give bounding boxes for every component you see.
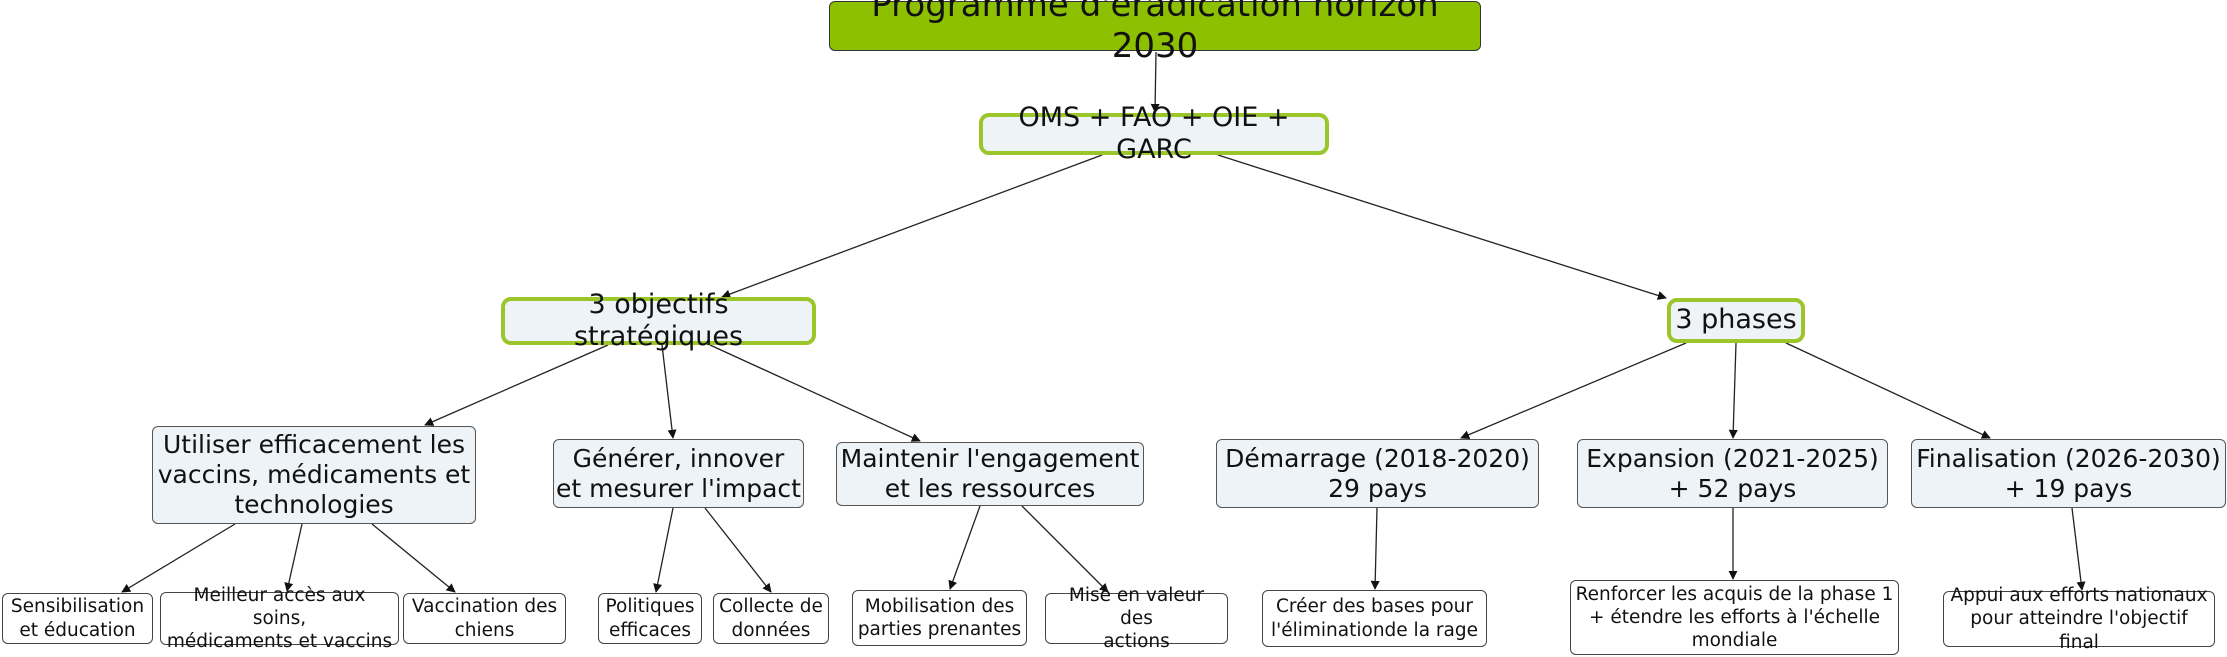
leaf-label-renforcer-acquis: Renforcer les acquis de la phase 1 + éte…: [1575, 583, 1894, 652]
leaf-label-collecte: Collecte de données: [719, 596, 823, 641]
phase-label-expansion: Expansion (2021-2025) + 52 pays: [1586, 443, 1879, 503]
objective-label-vaccines: Utiliser efficacement les vaccins, médic…: [157, 430, 471, 519]
edge-obj3-leaf1: [948, 505, 981, 590]
edge-phases-p2: [1728, 342, 1738, 439]
leaf-label-acces-soins: Meilleur accès aux soins, médicaments et…: [166, 584, 393, 653]
edge-obj1-leaf3: [371, 523, 456, 593]
edge-root-partners: [1150, 51, 1160, 113]
leaf-label-mise-en-valeur: Mise en valeur des actions: [1068, 584, 1205, 653]
objective-node-vaccines[interactable]: Utiliser efficacement les vaccins, médic…: [152, 426, 476, 524]
edge-partners-phases: [1217, 154, 1667, 300]
leaf-mise-en-valeur[interactable]: Mise en valeur des actions: [1045, 585, 1228, 652]
edge-obj2-leaf1: [653, 507, 674, 593]
leaf-acces-soins[interactable]: Meilleur accès aux soins, médicaments et…: [160, 585, 399, 652]
leaf-label-sensibilisation: Sensibilisation et éducation: [10, 596, 145, 641]
edge-obj1-leaf2: [284, 523, 303, 592]
phase-label-finalisation: Finalisation (2026-2030) + 19 pays: [1916, 443, 2221, 503]
leaf-label-vaccination-chiens: Vaccination des chiens: [411, 596, 558, 641]
phase-node-demarrage[interactable]: Démarrage (2018-2020) 29 pays: [1216, 439, 1539, 508]
partners-label: OMS + FAO + OIE + GARC: [1018, 101, 1290, 165]
objective-node-engagement[interactable]: Maintenir l'engagement et les ressources: [836, 442, 1144, 506]
objectives-label: 3 objectifs stratégiques: [573, 288, 744, 352]
root-title-label: Programme d'éradication horizon 2030: [871, 0, 1439, 66]
phase-node-finalisation[interactable]: Finalisation (2026-2030) + 19 pays: [1911, 439, 2226, 508]
objective-label-engagement: Maintenir l'engagement et les ressources: [840, 444, 1140, 503]
edge-objectives-obj3: [709, 344, 921, 442]
edge-phases-p3: [1785, 342, 1991, 439]
phases-node[interactable]: 3 phases: [1667, 298, 1805, 343]
leaf-appui-efforts[interactable]: Appui aux efforts nationaux pour atteind…: [1943, 585, 2215, 653]
edge-partners-objectives: [721, 154, 1103, 299]
leaf-politiques[interactable]: Politiques efficaces: [598, 593, 702, 644]
edge-phases-p1: [1460, 342, 1687, 440]
edge-p1-leaf: [1370, 507, 1380, 590]
edge-p3-leaf: [2071, 507, 2086, 591]
leaf-label-mobilisation: Mobilisation des parties prenantes: [857, 595, 1022, 640]
leaf-renforcer-acquis[interactable]: Renforcer les acquis de la phase 1 + éte…: [1570, 580, 1899, 655]
root-title-node[interactable]: Programme d'éradication horizon 2030: [829, 0, 1481, 66]
leaf-sensibilisation[interactable]: Sensibilisation et éducation: [2, 593, 153, 644]
phase-node-expansion[interactable]: Expansion (2021-2025) + 52 pays: [1577, 439, 1888, 508]
objective-label-innovate: Générer, innover et mesurer l'impact: [556, 443, 801, 503]
leaf-collecte[interactable]: Collecte de données: [713, 593, 829, 644]
edge-objectives-obj1: [424, 344, 609, 426]
leaf-vaccination-chiens[interactable]: Vaccination des chiens: [403, 593, 566, 644]
objective-node-innovate[interactable]: Générer, innover et mesurer l'impact: [553, 439, 804, 508]
edge-obj3-leaf2: [1021, 505, 1109, 593]
leaf-mobilisation[interactable]: Mobilisation des parties prenantes: [852, 590, 1027, 646]
objectives-node[interactable]: 3 objectifs stratégiques: [501, 289, 816, 352]
leaf-label-creer-bases: Créer des bases pour l'éliminationde la …: [1271, 596, 1478, 641]
phases-label: 3 phases: [1675, 304, 1797, 336]
edge-objectives-obj2: [661, 344, 677, 439]
leaf-creer-bases[interactable]: Créer des bases pour l'éliminationde la …: [1262, 590, 1487, 647]
leaf-label-appui-efforts: Appui aux efforts nationaux pour atteind…: [1950, 585, 2208, 653]
partners-node[interactable]: OMS + FAO + OIE + GARC: [979, 102, 1329, 165]
edge-obj2-leaf2: [704, 507, 772, 593]
leaf-label-politiques: Politiques efficaces: [605, 596, 695, 641]
edge-obj1-leaf1: [121, 523, 236, 593]
phase-label-demarrage: Démarrage (2018-2020) 29 pays: [1225, 443, 1530, 503]
